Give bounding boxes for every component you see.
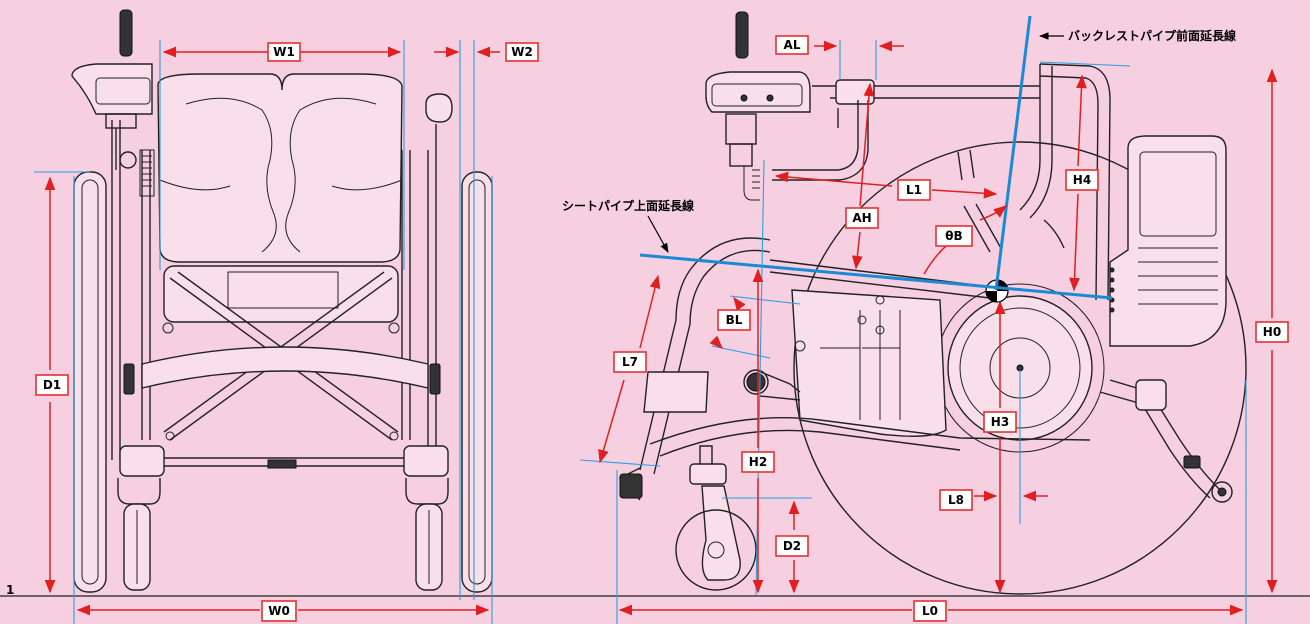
side-view bbox=[618, 11, 1247, 595]
backrest-extension-label: バックレストパイプ前面延長線 bbox=[1068, 28, 1236, 43]
label-w0: W0 bbox=[261, 600, 297, 622]
label-l8: L8 bbox=[939, 489, 973, 511]
label-h4: H4 bbox=[1065, 169, 1099, 191]
seat-side-panel bbox=[791, 289, 947, 437]
joystick-controller bbox=[71, 63, 153, 115]
calf-pad bbox=[643, 371, 709, 413]
side-joystick-knob bbox=[735, 11, 749, 59]
label-w1: W1 bbox=[267, 42, 301, 62]
side-dimensions bbox=[598, 40, 1278, 616]
rear-wheel bbox=[793, 141, 1247, 595]
scale-mark: 1 bbox=[6, 583, 14, 597]
caster-fork bbox=[701, 485, 741, 581]
svg-text:L1: L1 bbox=[906, 183, 922, 197]
svg-text:L7: L7 bbox=[622, 355, 638, 369]
battery-pack bbox=[1109, 135, 1227, 347]
label-ah: AH bbox=[845, 207, 879, 229]
label-h3: H3 bbox=[983, 411, 1017, 433]
caster-wheel bbox=[675, 509, 757, 591]
svg-text:θB: θB bbox=[945, 229, 962, 243]
svg-text:H4: H4 bbox=[1073, 173, 1091, 187]
label-bl: BL bbox=[717, 309, 751, 331]
svg-text:H3: H3 bbox=[991, 415, 1009, 429]
front-view bbox=[71, 9, 493, 593]
svg-text:L8: L8 bbox=[948, 493, 964, 507]
label-h2: H2 bbox=[741, 451, 775, 473]
seat-frame bbox=[163, 265, 399, 323]
side-joystick-controller bbox=[705, 71, 811, 113]
svg-text:AH: AH bbox=[852, 211, 871, 225]
svg-text:W1: W1 bbox=[273, 45, 295, 59]
left-wheel bbox=[73, 171, 107, 593]
svg-text:BL: BL bbox=[726, 313, 743, 327]
right-wheel bbox=[461, 171, 493, 593]
joystick-knob bbox=[119, 9, 133, 57]
label-d2: D2 bbox=[775, 535, 809, 557]
annotation-leaders bbox=[647, 32, 1064, 253]
front-reference-lines bbox=[34, 40, 493, 624]
svg-text:D1: D1 bbox=[43, 378, 61, 392]
svg-text:H0: H0 bbox=[1263, 325, 1281, 339]
label-l0: L0 bbox=[913, 600, 947, 622]
label-theta-b: θB bbox=[935, 225, 973, 247]
seat-sling bbox=[141, 346, 429, 389]
label-l7: L7 bbox=[613, 351, 647, 373]
svg-text:AL: AL bbox=[784, 38, 801, 52]
svg-text:D2: D2 bbox=[783, 539, 801, 553]
label-w2: W2 bbox=[505, 42, 539, 62]
svg-text:L0: L0 bbox=[922, 604, 938, 618]
label-h0: H0 bbox=[1255, 321, 1289, 343]
label-d1: D1 bbox=[35, 374, 69, 396]
svg-text:W2: W2 bbox=[511, 45, 533, 59]
front-dimensions bbox=[44, 46, 500, 616]
label-l1: L1 bbox=[897, 179, 931, 201]
seat-extension-label: シートパイプ上面延長線 bbox=[562, 198, 694, 213]
svg-text:W0: W0 bbox=[268, 604, 290, 618]
backrest-cushion bbox=[157, 73, 403, 263]
svg-text:H2: H2 bbox=[749, 455, 767, 469]
label-al: AL bbox=[775, 35, 809, 55]
